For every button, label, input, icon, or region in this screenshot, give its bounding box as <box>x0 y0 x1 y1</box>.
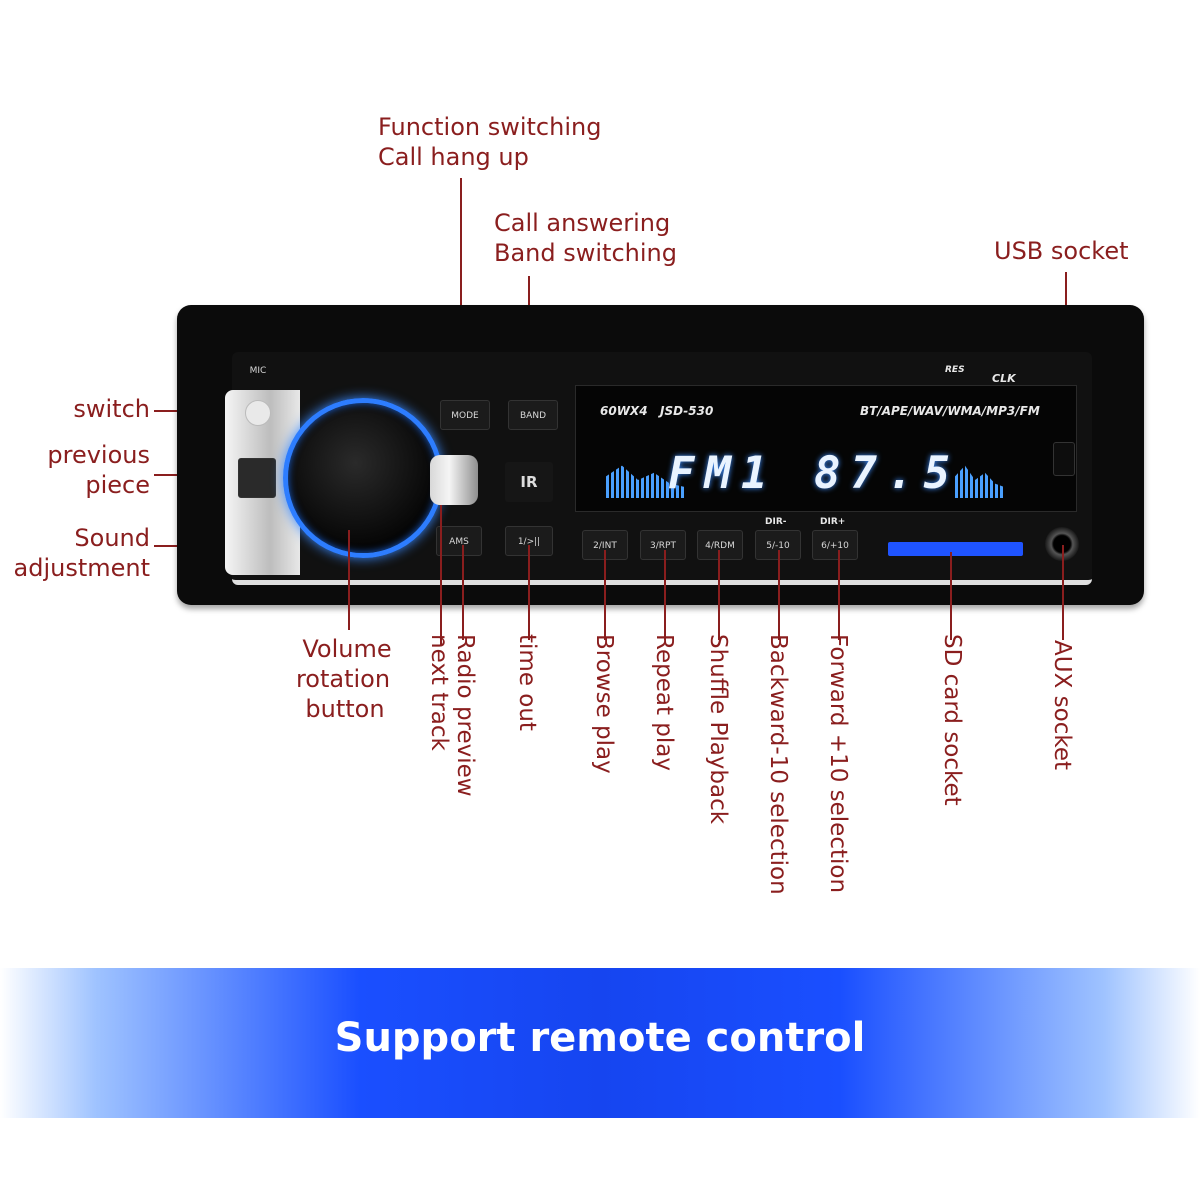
label-button: button <box>305 695 385 723</box>
label-rotation: rotation <box>295 665 391 693</box>
formats-label: BT/APE/WAV/WMA/MP3/FM <box>860 404 1040 418</box>
next-track-button[interactable] <box>430 455 478 505</box>
label-volume: Volume <box>302 635 392 663</box>
power-rating: 60WX4 <box>600 404 648 418</box>
frequency-display: FM1 87.5 <box>668 448 960 499</box>
label-piece: piece <box>85 471 150 499</box>
random-button[interactable]: 4/RDM <box>697 530 743 560</box>
clk-label: CLK <box>992 372 1016 385</box>
label-shuffle-playback: Shuffle Playback <box>705 634 731 825</box>
leader-aux <box>1062 545 1064 640</box>
label-repeat-play: Repeat play <box>651 634 677 771</box>
label-browse-play: Browse play <box>591 634 617 774</box>
leader-backward <box>778 550 780 640</box>
leader-timeout <box>528 545 530 640</box>
previous-button[interactable] <box>238 458 276 498</box>
band-button[interactable]: BAND <box>508 400 558 430</box>
res-label: RES <box>945 365 965 375</box>
label-sound: Sound <box>74 524 150 552</box>
switch-button[interactable] <box>245 400 271 426</box>
label-aux-socket: AUX socket <box>1049 640 1075 771</box>
usb-port[interactable] <box>1053 442 1075 476</box>
label-sd-card-socket: SD card socket <box>939 634 965 806</box>
label-previous: previous <box>47 441 150 469</box>
model-number: JSD-530 <box>660 404 714 418</box>
leader-mode <box>460 178 462 393</box>
promo-banner <box>0 968 1200 1118</box>
label-time-out: time out <box>514 634 540 731</box>
leader-forward <box>838 550 840 640</box>
volume-knob[interactable] <box>283 398 443 558</box>
label-function-switching: Function switching <box>378 113 602 141</box>
leader-browse <box>604 550 606 640</box>
leader-volume <box>348 530 350 630</box>
dir-plus-label: DIR+ <box>820 517 846 527</box>
label-backward-10: Backward-10 selection <box>765 634 791 895</box>
leader-repeat <box>664 550 666 640</box>
mic-label: MIC <box>249 366 267 376</box>
plus10-button[interactable]: 6/+10 <box>812 530 858 560</box>
label-forward-10: Forward +10 selection <box>825 634 851 894</box>
ir-receiver: IR <box>505 462 553 502</box>
label-adjustment: adjustment <box>13 554 151 582</box>
leader-shuffle <box>718 550 720 640</box>
dir-minus-label: DIR- <box>765 517 787 527</box>
leader-next-track <box>440 505 442 645</box>
label-usb-socket: USB socket <box>994 237 1129 265</box>
leader-radio-preview <box>462 545 464 640</box>
label-switch: switch <box>73 395 150 423</box>
leader-sd <box>950 552 952 640</box>
mode-button[interactable]: MODE <box>440 400 490 430</box>
label-band-switching: Band switching <box>494 239 677 267</box>
label-call-answering: Call answering <box>494 209 671 237</box>
banner-text: Support remote control <box>334 1015 866 1061</box>
label-next-track: next track <box>426 634 452 751</box>
label-call-hang-up: Call hang up <box>378 143 529 171</box>
sd-card-slot[interactable] <box>888 542 1023 556</box>
repeat-button[interactable]: 3/RPT <box>640 530 686 560</box>
ams-button[interactable]: AMS <box>436 526 482 556</box>
label-radio-preview: Radio preview <box>452 634 478 797</box>
